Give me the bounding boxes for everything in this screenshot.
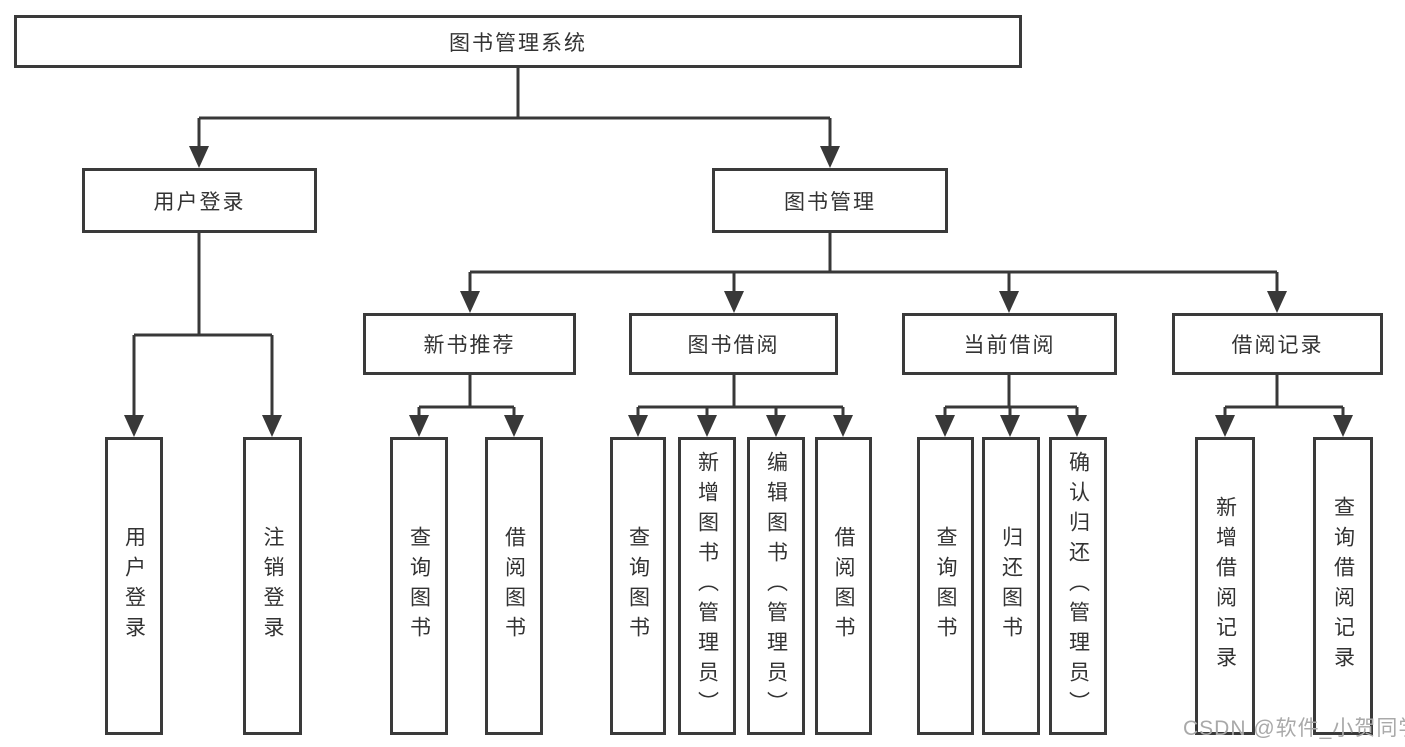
- leaf-borrow-books-1: 借阅图书: [485, 437, 543, 735]
- node-book-borrow: 图书借阅: [629, 313, 838, 375]
- leaf-edit-books-admin: 编辑图书（管理员）: [747, 437, 805, 735]
- node-borrow-records: 借阅记录: [1172, 313, 1383, 375]
- leaf-query-books-3: 查询图书: [917, 437, 974, 735]
- leaf-user-login: 用户登录: [105, 437, 163, 735]
- node-user-login: 用户登录: [82, 168, 317, 233]
- leaf-return-books: 归还图书: [982, 437, 1040, 735]
- node-book-management: 图书管理: [712, 168, 948, 233]
- leaf-query-books-2: 查询图书: [610, 437, 666, 735]
- leaf-query-borrow-record: 查询借阅记录: [1313, 437, 1373, 735]
- leaf-add-books-admin: 新增图书（管理员）: [678, 437, 736, 735]
- node-system-root: 图书管理系统: [14, 15, 1022, 68]
- leaf-logout: 注销登录: [243, 437, 302, 735]
- leaf-confirm-return-admin: 确认归还（管理员）: [1049, 437, 1107, 735]
- leaf-borrow-books-2: 借阅图书: [815, 437, 872, 735]
- node-current-borrow: 当前借阅: [902, 313, 1117, 375]
- csdn-watermark: CSDN @软件_小贺同学: [1183, 717, 1405, 740]
- node-new-book-recommend: 新书推荐: [363, 313, 576, 375]
- leaf-add-borrow-record: 新增借阅记录: [1195, 437, 1255, 735]
- leaf-query-books-1: 查询图书: [390, 437, 448, 735]
